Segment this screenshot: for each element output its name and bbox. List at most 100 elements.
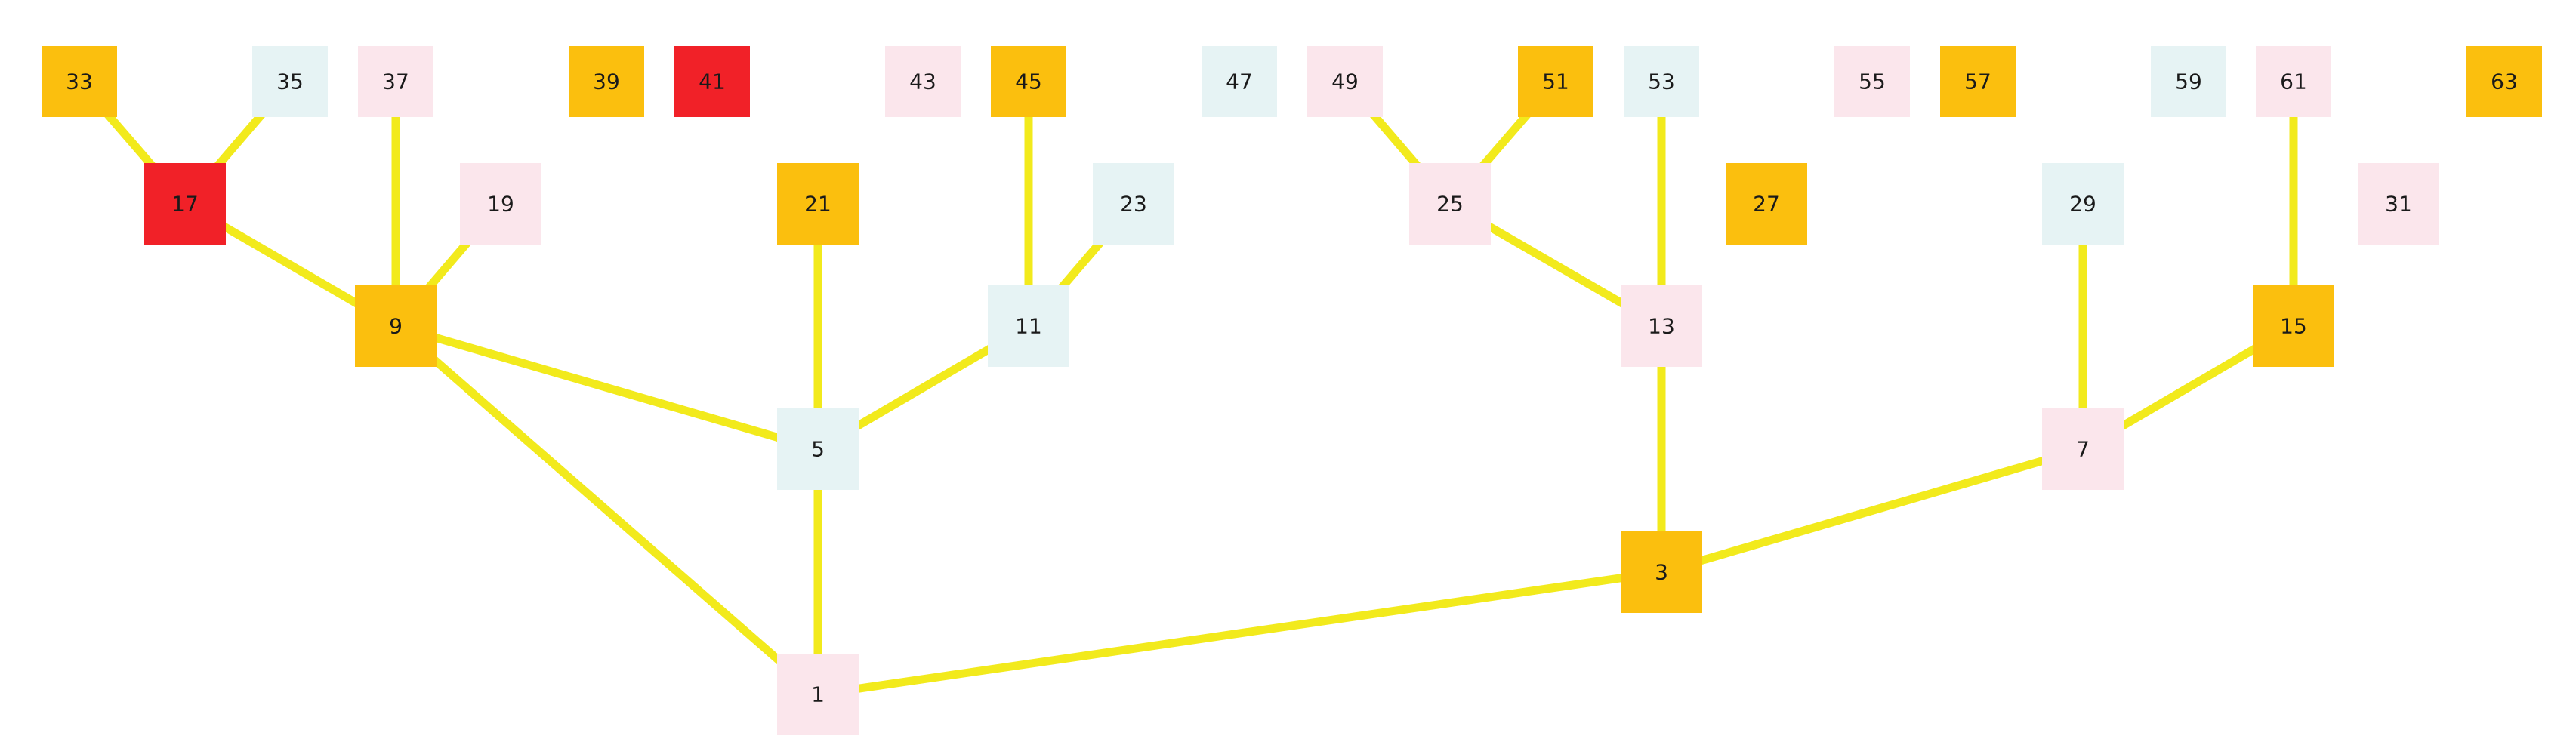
node-61: 61 [2256,46,2331,117]
node-label-49: 49 [1331,69,1359,94]
node-box-59 [2151,46,2226,117]
node-box-9 [355,285,437,367]
node-57: 57 [1940,46,2016,117]
node-box-25 [1409,163,1491,245]
node-label-51: 51 [1542,69,1569,94]
node-box-3 [1621,531,1702,613]
node-9: 9 [355,285,437,367]
edge-3-7 [1660,445,2084,577]
node-37: 37 [358,46,433,117]
node-label-35: 35 [276,69,304,94]
node-label-7: 7 [2076,437,2090,462]
node-55: 55 [1834,46,1910,117]
edges-layer [76,79,2298,699]
node-label-61: 61 [2280,69,2307,94]
node-label-11: 11 [1015,314,1042,339]
node-box-35 [252,46,328,117]
node-23: 23 [1093,163,1174,245]
node-box-37 [358,46,433,117]
node-label-27: 27 [1753,192,1780,217]
node-box-39 [569,46,644,117]
node-box-55 [1834,46,1910,117]
node-51: 51 [1518,46,1593,117]
edge-1-9 [393,322,821,698]
node-label-47: 47 [1226,69,1253,94]
node-box-53 [1624,46,1699,117]
node-29: 29 [2042,163,2124,245]
node-label-21: 21 [804,192,831,217]
node-box-57 [1940,46,2016,117]
node-box-33 [42,46,117,117]
node-3: 3 [1621,531,1702,613]
node-1: 1 [777,654,859,735]
node-21: 21 [777,163,859,245]
node-59: 59 [2151,46,2226,117]
node-25: 25 [1409,163,1491,245]
node-19: 19 [460,163,541,245]
node-label-13: 13 [1648,314,1675,339]
node-box-15 [2253,285,2334,367]
node-39: 39 [569,46,644,117]
node-label-31: 31 [2385,192,2412,217]
node-label-29: 29 [2069,192,2096,217]
node-box-19 [460,163,541,245]
node-45: 45 [991,46,1066,117]
node-box-41 [674,46,750,117]
node-label-59: 59 [2175,69,2202,94]
node-box-61 [2256,46,2331,117]
node-box-45 [991,46,1066,117]
node-label-53: 53 [1648,69,1675,94]
node-box-1 [777,654,859,735]
node-label-37: 37 [382,69,409,94]
node-31: 31 [2358,163,2439,245]
node-box-29 [2042,163,2124,245]
node-15: 15 [2253,285,2334,367]
node-box-13 [1621,285,1702,367]
node-63: 63 [2466,46,2542,117]
node-11: 11 [988,285,1069,367]
node-box-31 [2358,163,2439,245]
node-label-55: 55 [1859,69,1886,94]
node-label-3: 3 [1655,560,1668,585]
node-13: 13 [1621,285,1702,367]
node-17: 17 [144,163,226,245]
node-box-47 [1202,46,1277,117]
node-33: 33 [42,46,117,117]
node-label-33: 33 [66,69,93,94]
node-35: 35 [252,46,328,117]
node-box-7 [2042,408,2124,490]
node-box-43 [885,46,961,117]
node-47: 47 [1202,46,1277,117]
node-box-5 [777,408,859,490]
node-box-11 [988,285,1069,367]
node-box-23 [1093,163,1174,245]
node-box-27 [1726,163,1807,245]
node-5: 5 [777,408,859,490]
node-label-63: 63 [2491,69,2518,94]
node-label-5: 5 [811,437,825,462]
node-label-41: 41 [699,69,726,94]
node-53: 53 [1624,46,1699,117]
node-label-25: 25 [1436,192,1464,217]
node-label-15: 15 [2280,314,2307,339]
node-label-1: 1 [811,682,825,707]
edge-1-3 [817,568,1662,699]
node-box-17 [144,163,226,245]
node-box-49 [1307,46,1383,117]
node-label-19: 19 [487,192,514,217]
node-box-51 [1518,46,1593,117]
node-label-9: 9 [389,314,403,339]
node-label-39: 39 [593,69,620,94]
node-label-57: 57 [1964,69,1991,94]
node-label-23: 23 [1120,192,1147,217]
node-label-43: 43 [909,69,936,94]
node-box-63 [2466,46,2542,117]
node-49: 49 [1307,46,1383,117]
node-7: 7 [2042,408,2124,490]
edge-5-9 [394,322,819,454]
node-27: 27 [1726,163,1807,245]
node-43: 43 [885,46,961,117]
node-box-21 [777,163,859,245]
